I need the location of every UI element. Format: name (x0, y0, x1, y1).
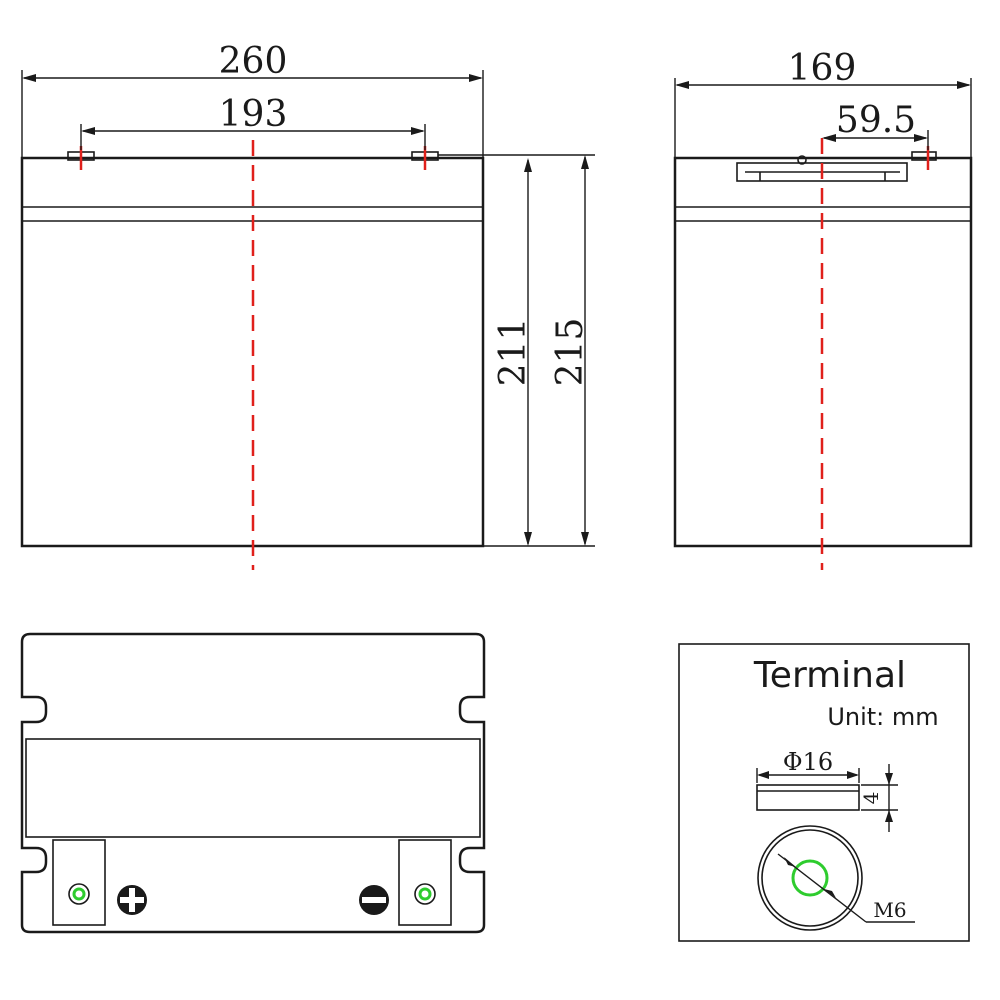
dim-overall-width: 260 (21, 41, 484, 160)
thread-label: M6 (873, 898, 906, 922)
terminal-offset-label: 59.5 (836, 100, 916, 141)
negative-terminal-icon (359, 885, 389, 915)
thickness-label: 4 (859, 792, 883, 805)
overall-width-label: 260 (219, 41, 288, 82)
front-view: 260 193 211 215 (20, 41, 595, 570)
height-case-label: 211 (493, 318, 534, 387)
terminal-spacing-label: 193 (219, 94, 288, 135)
terminal-profile (756, 784, 860, 811)
terminal-washer (757, 825, 863, 931)
right-terminal-hole (418, 887, 432, 901)
top-lid-outline (20, 632, 486, 934)
terminal-detail: Terminal Unit: mm Φ16 4 M6 (678, 643, 970, 942)
unit-label: Unit: mm (827, 703, 938, 731)
terminal-title: Terminal (753, 655, 906, 696)
overall-depth-label: 169 (788, 48, 857, 89)
dim-terminal-offset: 59.5 (822, 100, 929, 150)
dim-heights: 211 215 (438, 154, 595, 547)
left-terminal-hole (72, 887, 86, 901)
dim-overall-depth: 169 (674, 48, 972, 160)
top-view (20, 632, 486, 934)
terminal-detail-frame (678, 643, 970, 942)
top-terminal-plate-right (398, 839, 452, 926)
top-lid-panel (25, 738, 481, 838)
top-terminal-plate-left (52, 839, 106, 926)
positive-terminal-icon (117, 885, 147, 915)
height-total-label: 215 (550, 318, 591, 387)
side-view: 169 59.5 (673, 48, 973, 570)
diameter-label: Φ16 (783, 748, 833, 776)
side-terminal (911, 151, 937, 161)
terminal-bolt-hole (791, 859, 829, 897)
dim-terminal-spacing: 193 (80, 94, 426, 150)
